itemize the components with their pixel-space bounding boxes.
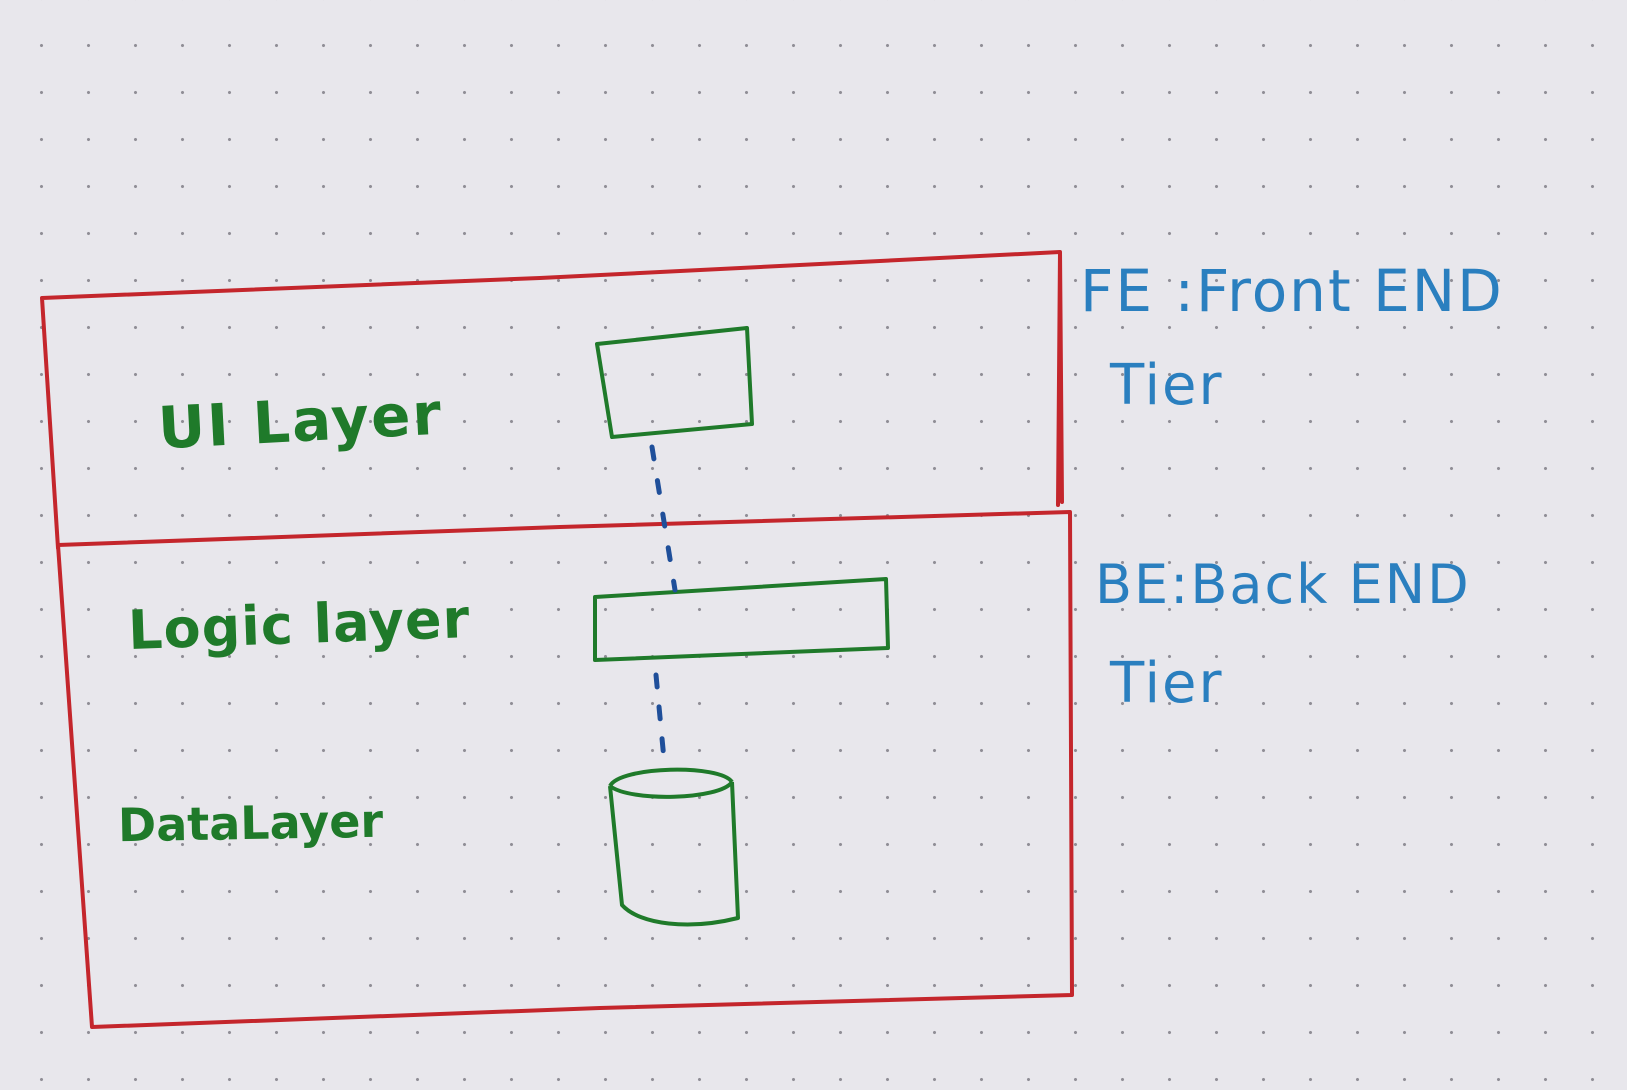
back-end-tier-box — [56, 510, 1074, 1029]
data-layer-label: DataLayer — [117, 793, 384, 853]
ui-layer-label: UI Layer — [156, 379, 445, 463]
back-end-tier-label: BE:Back END — [1095, 553, 1471, 616]
front-end-tier-sublabel: Tier — [1110, 353, 1224, 418]
data-layer-cylinder — [608, 767, 740, 927]
front-end-tier-box — [40, 250, 1064, 550]
logic-layer-label: Logic layer — [126, 587, 472, 662]
connector-ui-to-logic — [649, 444, 678, 593]
back-end-tier-sublabel: Tier — [1110, 651, 1224, 716]
logic-layer-box — [593, 577, 890, 662]
front-end-tier-label: FE :Front END — [1080, 257, 1504, 325]
ui-layer-box — [595, 326, 754, 439]
connector-logic-to-data — [653, 672, 668, 773]
